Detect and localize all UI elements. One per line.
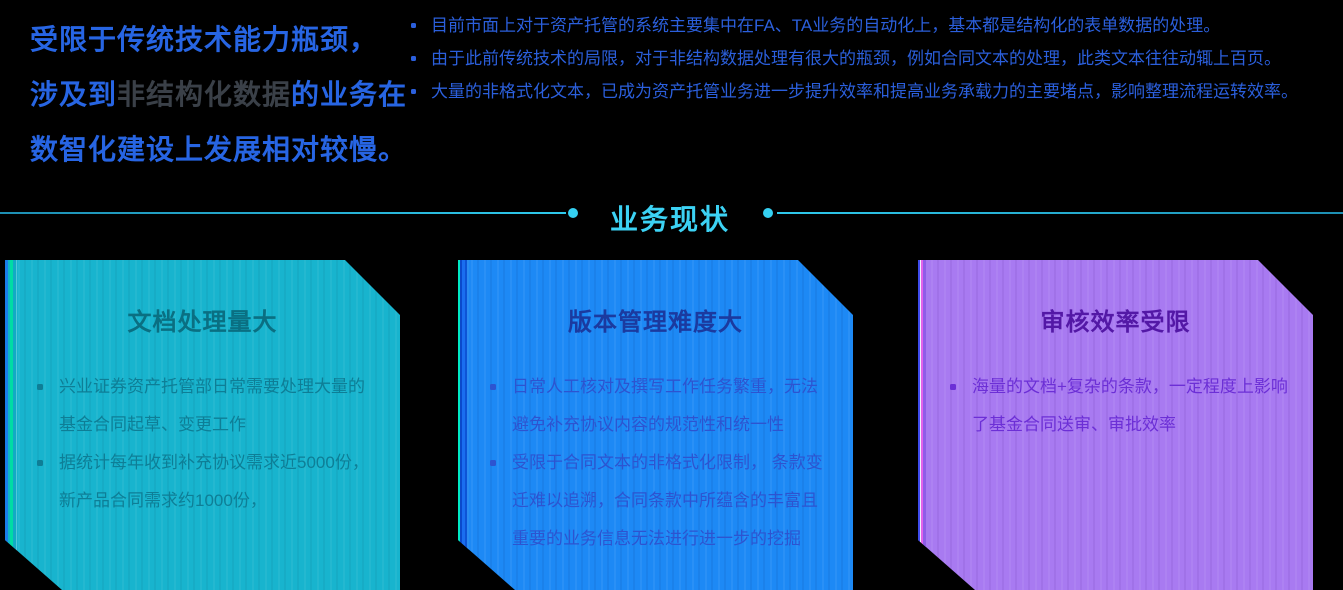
card-bullet-list: 兴业证券资产托管部日常需要处理大量的基金合同起草、变更工作 据统计每年收到补充协… (5, 368, 400, 520)
card-bullet-list: 日常人工核对及撰写工作任务繁重，无法避免补充协议内容的规范性和统一性 受限于合同… (458, 368, 853, 558)
card-document-volume: 文档处理量大 兴业证券资产托管部日常需要处理大量的基金合同起草、变更工作 据统计… (5, 260, 400, 590)
divider-line-right (777, 212, 1343, 214)
section-title: 业务现状 (609, 204, 730, 235)
headline: 受限于传统技术能力瓶颈， 涉及到非结构化数据的业务在 数智化建设上发展相对较慢。 (30, 12, 430, 177)
headline-line-2: 涉及到非结构化数据的业务在 (30, 67, 430, 122)
card-title: 审核效率受限 (1040, 309, 1191, 336)
divider-dot-right (763, 208, 773, 218)
card-bullet-item: 兴业证券资产托管部日常需要处理大量的基金合同起草、变更工作 (35, 368, 376, 444)
divider-dot-left (568, 208, 578, 218)
card-title: 版本管理难度大 (568, 309, 743, 336)
headline-line-2-pre: 涉及到 (30, 79, 118, 110)
top-bullet-item: 大量的非格式化文本，已成为资产托管业务进一步提升效率和提高业务承载力的主要堵点，… (408, 75, 1313, 108)
top-bullet-item: 由于此前传统技术的局限，对于非结构数据处理有很大的瓶颈，例如合同文本的处理，此类… (408, 42, 1313, 75)
card-version-management: 版本管理难度大 日常人工核对及撰写工作任务繁重，无法避免补充协议内容的规范性和统… (458, 260, 853, 590)
card-title: 文档处理量大 (127, 309, 278, 336)
card-bullet-item: 日常人工核对及撰写工作任务繁重，无法避免补充协议内容的规范性和统一性 (488, 368, 829, 444)
card-bullet-item: 受限于合同文本的非格式化限制， 条款变迁难以追溯，合同条款中所蕴含的丰富且重要的… (488, 444, 829, 558)
top-bullet-list: 目前市面上对于资产托管的系统主要集中在FA、TA业务的自动化上，基本都是结构化的… (408, 9, 1313, 108)
card-bullet-item: 据统计每年收到补充协议需求近5000份，新产品合同需求约1000份， (35, 444, 376, 520)
top-bullet-item: 目前市面上对于资产托管的系统主要集中在FA、TA业务的自动化上，基本都是结构化的… (408, 9, 1313, 42)
headline-line-2-post: 的业务在 (291, 79, 408, 110)
headline-line-3: 数智化建设上发展相对较慢。 (30, 134, 408, 165)
headline-highlight-unstructured-data: 非结构化数据 (117, 79, 292, 110)
divider-line-left (0, 212, 566, 214)
card-bullet-item: 海量的文档+复杂的条款，一定程度上影响了基金合同送审、审批效率 (948, 368, 1289, 444)
card-bullet-list: 海量的文档+复杂的条款，一定程度上影响了基金合同送审、审批效率 (918, 368, 1313, 444)
headline-line-1: 受限于传统技术能力瓶颈， (30, 24, 379, 55)
card-review-efficiency: 审核效率受限 海量的文档+复杂的条款，一定程度上影响了基金合同送审、审批效率 (918, 260, 1313, 590)
